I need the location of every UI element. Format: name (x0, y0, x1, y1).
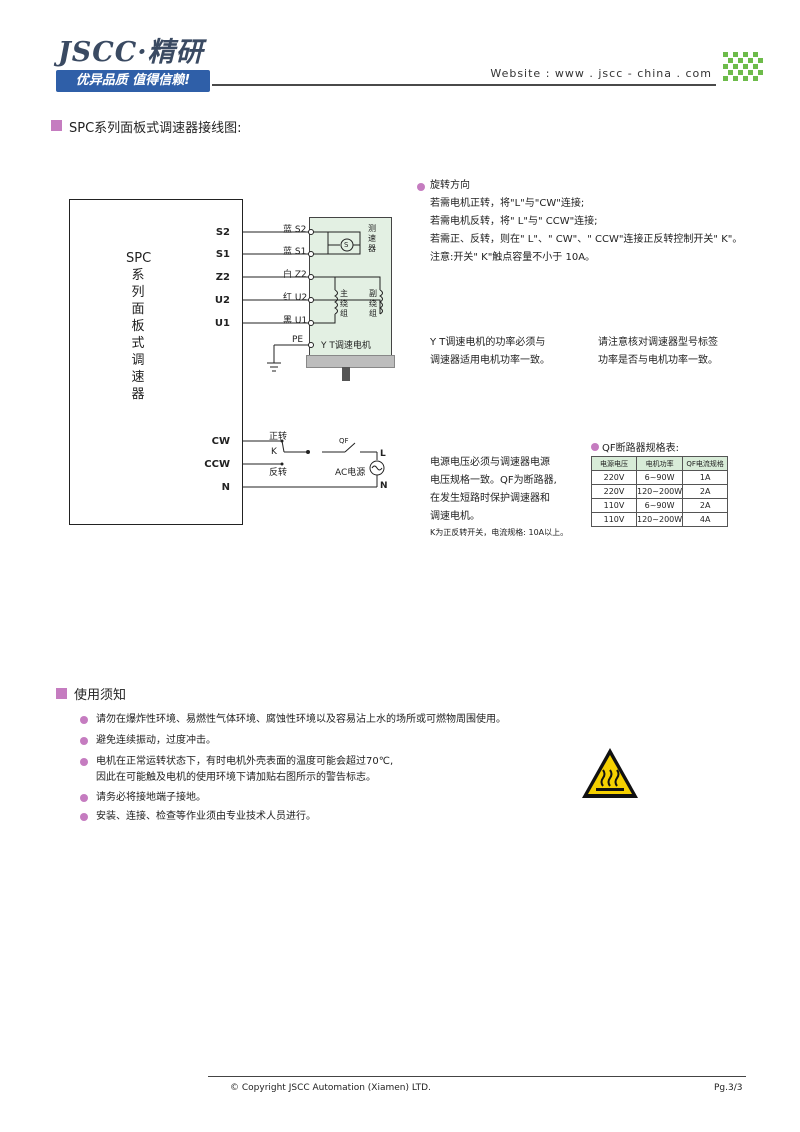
footer-divider (208, 1076, 746, 1077)
tach-symbol: S (344, 241, 349, 249)
voltage-note: 电源电压必须与调速器电源电压规格一致。QF为断路器, 在发生短路时保护调速器和调… (430, 457, 557, 522)
table-row: 220V 120~200W 2A (591, 484, 729, 499)
table-row: 220V 6~90W 1A (591, 470, 729, 485)
qf-label: QF (339, 437, 349, 445)
table-cell: 6~90W (635, 498, 684, 513)
page-number: Pg.3/3 (714, 1083, 743, 1093)
table-header: 电源电压 (591, 456, 637, 471)
table-row: 110V 120~200W 4A (591, 512, 729, 527)
rotation-line: 若需电机反转，将" L"与" CCW"连接; (430, 216, 598, 227)
aux-winding-label: 副绕组 (369, 289, 377, 318)
qf-table-title: QF断路器规格表: (602, 443, 679, 454)
bullet-icon (80, 716, 88, 724)
terminal-z2: Z2 (215, 272, 230, 283)
header-divider (212, 84, 716, 86)
table-cell: 1A (682, 470, 729, 485)
section-marker-icon (56, 688, 67, 699)
ac-power-label: AC电源 (335, 468, 366, 478)
table-header-row: 电源电压 电机功率 QF电流规格 (591, 456, 729, 471)
usage-item: 避免连续振动，过度冲击。 (96, 735, 216, 746)
terminal-s2: S2 (215, 227, 230, 238)
bullet-icon (80, 794, 88, 802)
usage-item: 请勿在爆炸性环境、易燃性气体环境、腐蚀性环境以及容易沾上水的场所或可燃物周围使用… (96, 714, 506, 725)
bullet-icon (417, 183, 425, 191)
table-cell: 110V (591, 512, 637, 527)
table-cell: 2A (682, 498, 729, 513)
copyright-text: © Copyright JSCC Automation (Xiamen) LTD… (230, 1083, 431, 1093)
wire-label-u2: 红 U2 (283, 293, 308, 303)
rotation-line: 若需电机正转，将"L"与"CW"连接; (430, 198, 585, 209)
wire-label-u1: 黑 U1 (283, 316, 308, 326)
section-title-usage: 使用须知 (74, 688, 127, 703)
usage-item: 因此在可能触及电机的使用环境下请加贴右图所示的警告标志。 (96, 772, 376, 783)
bullet-icon (80, 813, 88, 821)
bullet-icon (591, 443, 599, 451)
rotation-line: 若需正、反转，则在" L"、" CW"、" CCW"连接正反转控制开关" K"。 (430, 234, 743, 245)
line-l-label: L (380, 449, 386, 459)
wire-label-z2: 白 Z2 (283, 270, 307, 280)
controller-name: SPC 系 列 面 板 式 调 速 器 (126, 251, 152, 402)
company-logo: JSCC·精研 (58, 37, 204, 68)
rotation-line: 注意:开关" K"触点容量不小于 10A。 (430, 252, 596, 263)
power-match-note: Y T调速电机的功率必须与调速器适用电机功率一致。 (430, 337, 550, 366)
qf-spec-table: 电源电压 电机功率 QF电流规格 220V 6~90W 1A 220V 120~… (591, 456, 729, 527)
usage-item: 请务必将接地端子接地。 (96, 792, 206, 803)
table-row: 110V 6~90W 2A (591, 498, 729, 513)
table-cell: 6~90W (635, 470, 684, 485)
wire-label-pe: PE (292, 335, 304, 345)
table-cell: 4A (682, 512, 729, 527)
table-cell: 110V (591, 498, 637, 513)
check-label-note: 请注意核对调速器型号标签功率是否与电机功率一致。 (598, 337, 718, 366)
hot-surface-warning-icon (582, 748, 638, 798)
section-title-wiring: SPC系列面板式调速器接线图: (69, 121, 242, 136)
tachometer-box (309, 217, 392, 269)
main-winding-label: 主绕组 (340, 289, 348, 318)
switch-circuit (242, 439, 385, 488)
motor-label: Y T调速电机 (321, 341, 371, 351)
table-cell: 120~200W (635, 484, 684, 499)
switch-reverse-label: 反转 (269, 468, 288, 478)
terminal-ccw: CCW (204, 459, 230, 470)
bullet-icon (80, 737, 88, 745)
terminal-cw: CW (211, 436, 230, 447)
wiring-lines (242, 229, 383, 381)
slogan-banner: 优异品质 值得信赖! (56, 70, 210, 92)
usage-item: 电机在正常运转状态下，有时电机外壳表面的温度可能会超过70℃, (96, 756, 394, 767)
terminal-u1: U1 (214, 318, 230, 329)
controller-box (69, 199, 243, 525)
k-switch-note: K为正反转开关，电流规格: 10A以上。 (430, 528, 569, 537)
table-cell: 2A (682, 484, 729, 499)
rotation-title: 旋转方向 (430, 180, 470, 191)
motor-box (309, 267, 392, 356)
switch-forward-label: 正转 (269, 432, 288, 442)
table-cell: 220V (591, 470, 637, 485)
table-cell: 220V (591, 484, 637, 499)
terminal-u2: U2 (214, 295, 230, 306)
table-header: QF电流规格 (682, 456, 729, 471)
section-marker-icon (51, 120, 62, 131)
usage-item: 安装、连接、检查等作业须由专业技术人员进行。 (96, 811, 316, 822)
line-n-label: N (380, 481, 388, 491)
bullet-icon (80, 758, 88, 766)
wire-label-s1: 蓝 S1 (283, 247, 307, 257)
motor-base (306, 355, 395, 368)
switch-k-label: K (271, 447, 277, 457)
wire-label-s2: 蓝 S2 (283, 225, 307, 235)
terminal-n: N (221, 482, 230, 493)
table-cell: 120~200W (635, 512, 684, 527)
table-header: 电机功率 (635, 456, 684, 471)
terminal-s1: S1 (215, 249, 230, 260)
tach-label: 测速器 (368, 224, 376, 253)
grid-decoration-icon (723, 52, 763, 81)
website-url: Website : www . jscc - china . com (490, 67, 712, 80)
